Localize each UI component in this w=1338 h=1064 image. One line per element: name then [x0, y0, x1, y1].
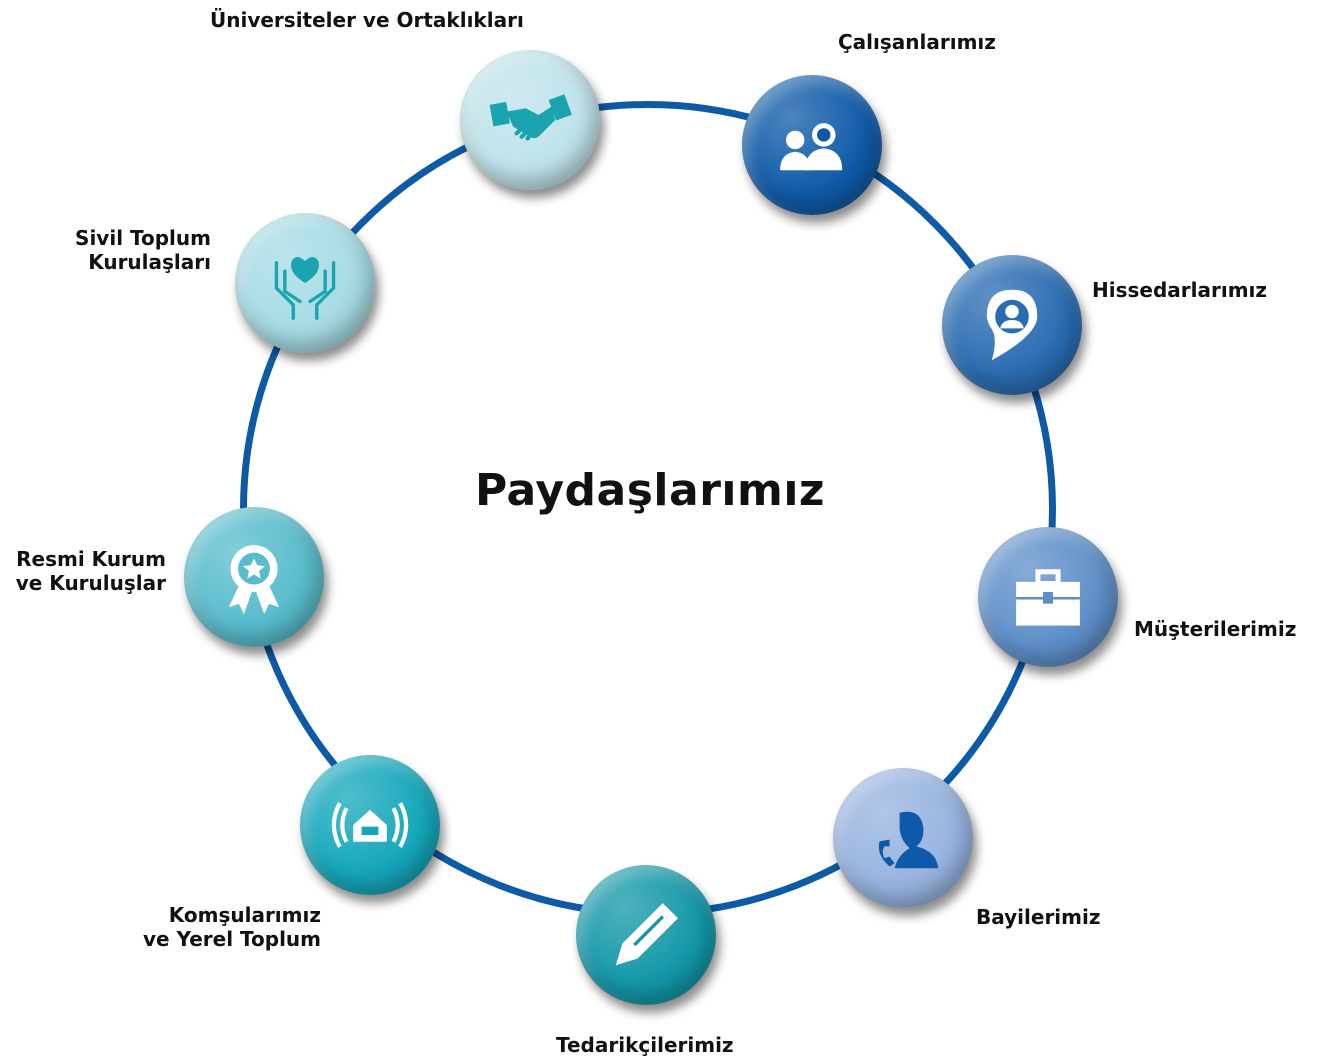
stakeholder-label-universiteler: Üniversiteler ve Ortaklıkları [210, 8, 524, 32]
stakeholder-label-line: Tedarikçilerimiz [556, 1033, 734, 1057]
briefcase-icon [1006, 555, 1090, 639]
stakeholder-node-universiteler [460, 50, 600, 190]
pencil-icon [604, 893, 688, 977]
stakeholder-node-sivil [235, 213, 375, 353]
stakeholder-label-calisanlar: Çalışanlarımız [838, 30, 996, 54]
stakeholder-label-line: Sivil Toplum [75, 226, 211, 250]
phone-person-icon [861, 796, 945, 880]
stakeholder-label-tedarikciler: Tedarikçilerimiz [556, 1033, 734, 1057]
stakeholder-node-komsular [300, 755, 440, 895]
stakeholder-label-line: Resmi Kurum [16, 547, 166, 571]
stakeholder-node-tedarikciler [576, 865, 716, 1005]
stakeholder-label-line: Üniversiteler ve Ortaklıkları [210, 8, 524, 32]
stakeholder-label-musteriler: Müşterilerimiz [1134, 617, 1296, 641]
location-person-icon [970, 283, 1054, 367]
award-icon [212, 535, 296, 619]
stakeholder-node-resmi [184, 507, 324, 647]
stakeholder-node-hissedarlar [942, 255, 1082, 395]
stakeholder-label-line: Hissedarlarımız [1092, 278, 1268, 302]
people-icon [770, 103, 854, 187]
stakeholder-label-hissedarlar: Hissedarlarımız [1092, 278, 1267, 302]
stakeholder-node-bayiler [833, 768, 973, 908]
diagram-title: Paydaşlarımız [474, 465, 826, 516]
stakeholder-label-line: Komşularımız [168, 903, 321, 927]
stakeholder-label-line: Bayilerimiz [976, 905, 1101, 929]
stakeholder-label-line: Kurulaşları [88, 250, 211, 274]
heart-hands-icon [263, 241, 347, 325]
stakeholder-label-bayiler: Bayilerimiz [976, 905, 1101, 929]
house-signal-icon [328, 783, 412, 867]
stakeholder-node-calisanlar [742, 75, 882, 215]
stakeholder-label-line: ve Yerel Toplum [143, 927, 321, 951]
stakeholder-node-musteriler [978, 527, 1118, 667]
stakeholder-label-line: Müşterilerimiz [1134, 617, 1297, 641]
handshake-icon [488, 78, 572, 162]
stakeholder-label-line: ve Kuruluşlar [15, 571, 166, 595]
stakeholder-label-line: Çalışanlarımız [838, 30, 996, 54]
